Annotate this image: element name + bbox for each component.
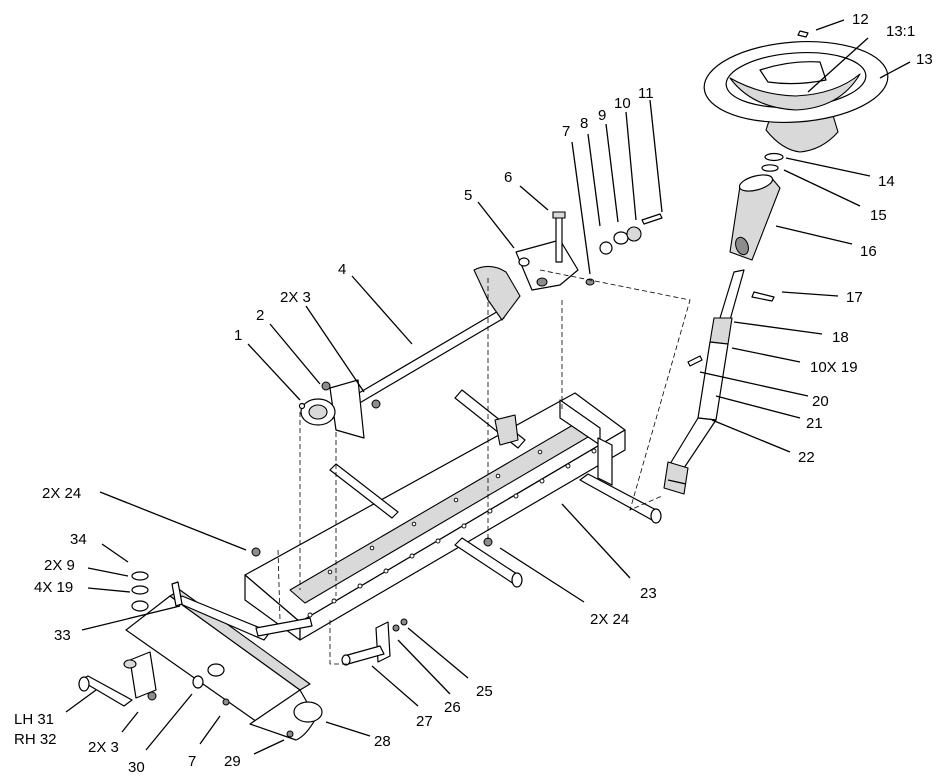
callout-18: 18	[832, 329, 849, 346]
callout-2x9: 2X 9	[44, 557, 75, 574]
callout-27: 27	[416, 713, 433, 730]
callout-7-top: 7	[562, 123, 570, 140]
callout-15: 15	[870, 207, 887, 224]
callout-rh32: RH 32	[14, 731, 57, 748]
callout-26: 26	[444, 699, 461, 716]
callout-11: 11	[638, 85, 654, 102]
callout-lh31: LH 31	[14, 711, 54, 728]
callout-labels: 1 2 2X 3 4 5 6 7 8 9 10 11 12 13:1 13 14…	[14, 11, 933, 776]
callout-12: 12	[852, 11, 869, 28]
tie-rod	[131, 571, 313, 641]
callout-25: 25	[476, 683, 493, 700]
steering-column	[663, 152, 784, 495]
callout-16: 16	[860, 243, 877, 260]
callout-5: 5	[464, 187, 472, 204]
callout-2: 2	[256, 307, 264, 324]
callout-2x24-left: 2X 24	[42, 485, 81, 502]
alignment-lines	[277, 269, 691, 665]
callout-13: 13	[916, 51, 933, 68]
callout-29: 29	[224, 753, 241, 770]
callout-34: 34	[70, 531, 87, 548]
callout-7-bottom: 7	[188, 753, 196, 770]
callout-14: 14	[878, 173, 895, 190]
callout-2x3-top: 2X 3	[280, 289, 311, 306]
main-frame	[244, 392, 626, 641]
callout-2x3-bottom: 2X 3	[88, 739, 119, 756]
column-pin	[751, 291, 775, 302]
callout-10x19: 10X 19	[810, 359, 858, 376]
callout-8: 8	[580, 115, 588, 132]
column-roll-pin	[687, 355, 703, 367]
callout-17: 17	[846, 289, 863, 306]
steering-cap-insert	[797, 30, 809, 38]
callout-6: 6	[504, 169, 512, 186]
callout-4x19: 4X 19	[34, 579, 73, 596]
leader-lines	[65, 19, 911, 755]
frame-crossbars	[329, 389, 662, 588]
callout-30: 30	[128, 759, 145, 776]
steering-shaft-assembly	[329, 211, 663, 419]
steering-wheel	[703, 30, 889, 153]
callout-13-1: 13:1	[886, 23, 915, 40]
callout-9: 9	[598, 107, 606, 124]
callout-21: 21	[806, 415, 823, 432]
shaft-support-bracket	[298, 379, 381, 439]
callout-28: 28	[374, 733, 391, 750]
callout-2x24-right: 2X 24	[590, 611, 629, 628]
callout-22: 22	[798, 449, 815, 466]
callout-1: 1	[234, 327, 242, 344]
callout-33: 33	[54, 627, 71, 644]
callout-4: 4	[338, 261, 346, 278]
callout-10: 10	[614, 95, 631, 112]
callout-20: 20	[812, 393, 829, 410]
callout-23: 23	[640, 585, 657, 602]
